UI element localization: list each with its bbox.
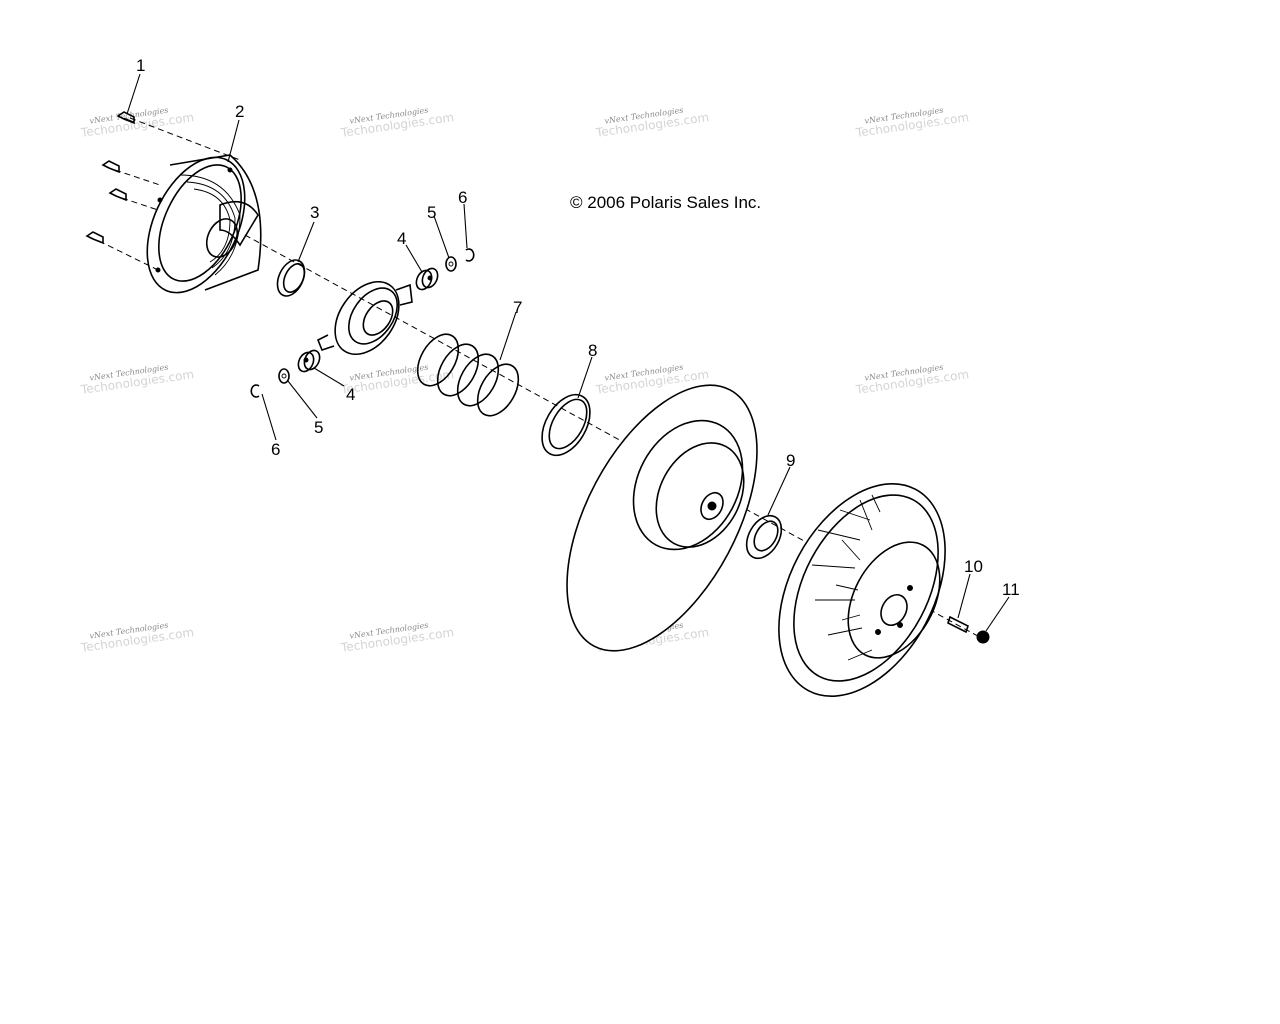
screw-part-1 [116, 111, 135, 125]
callout-6-lower: 6 [271, 440, 280, 459]
clip-part-6-lower [250, 384, 260, 398]
nut-part-11 [976, 630, 990, 644]
watermark: Techonologies.com vNext Technologies [79, 363, 195, 397]
washer-part-5-upper [445, 256, 457, 272]
spring-part-7 [416, 333, 520, 417]
screw [101, 160, 161, 186]
callout-7: 7 [513, 298, 522, 317]
roller-part-4-lower [297, 349, 321, 373]
roller-part-4-upper [415, 267, 439, 291]
callout-4-lower: 4 [346, 385, 355, 404]
leader-lines [126, 73, 1010, 632]
callout-6-upper: 6 [458, 188, 467, 207]
spider-hub [316, 280, 413, 356]
watermark: Techonologies.com vNext Technologies [79, 106, 195, 140]
callout-1: 1 [136, 56, 145, 75]
clip-part-6-upper [465, 248, 475, 262]
watermark: Techonologies.com vNext Technologies [594, 106, 710, 140]
ring-part-8 [541, 393, 591, 457]
watermark: Techonologies.com vNext Technologies [854, 106, 970, 140]
stud-part-10 [947, 615, 969, 634]
callout-5-lower: 5 [314, 418, 323, 437]
moveable-sheave [778, 483, 946, 697]
cover-housing-part-2 [146, 154, 262, 294]
watermark: Techonologies.com vNext Technologies [339, 106, 455, 140]
callout-labels: 1 2 3 4 5 6 7 8 4 5 6 9 10 11 [136, 56, 1020, 599]
bushing-part-3 [276, 259, 306, 297]
callout-4-upper: 4 [397, 229, 406, 248]
watermark: Techonologies.com vNext Technologies [79, 621, 195, 655]
copyright-notice: © 2006 Polaris Sales Inc. [570, 193, 761, 212]
screw [108, 188, 159, 211]
callout-9: 9 [786, 451, 795, 470]
callout-5-upper: 5 [427, 203, 436, 222]
washer-part-5-lower [278, 368, 290, 384]
callout-2: 2 [235, 102, 244, 121]
callout-3: 3 [310, 203, 319, 222]
callout-11: 11 [1002, 580, 1020, 599]
washer-part-9 [745, 514, 783, 560]
callout-8: 8 [588, 341, 597, 360]
callout-10: 10 [964, 557, 983, 576]
watermark: Techonologies.com vNext Technologies [339, 621, 455, 655]
watermark: Techonologies.com vNext Technologies [854, 363, 970, 397]
fixed-sheave [566, 384, 758, 652]
